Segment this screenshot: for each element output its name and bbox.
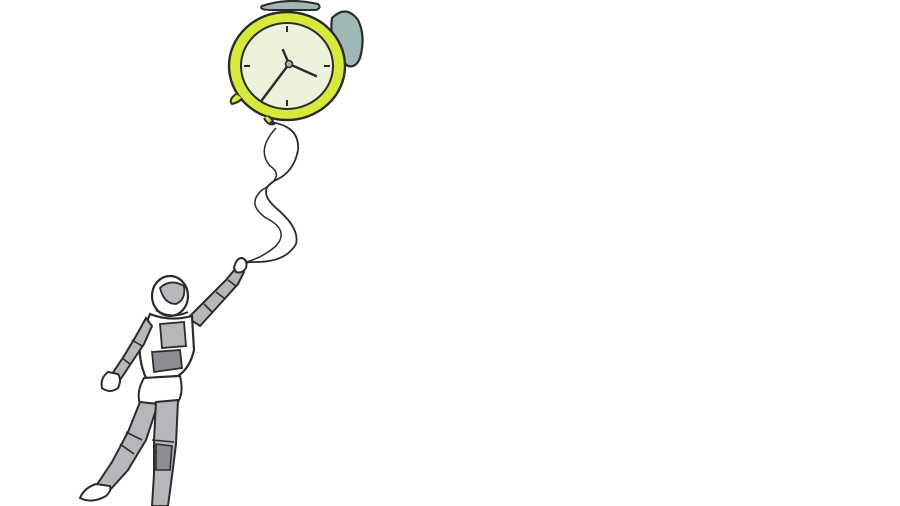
clock-center-pin (284, 59, 294, 69)
alarm-clock-icon (227, 0, 364, 126)
astronaut-raised-arm-bands (203, 279, 237, 313)
astronaut-left-glove (100, 370, 121, 392)
astronaut-left-knee (119, 431, 143, 455)
astronaut-left-leg (94, 400, 160, 492)
astronaut-right-glove (232, 256, 248, 274)
balloon-string (241, 121, 299, 269)
clock-left-foot (229, 93, 243, 106)
clock-top-handle (260, 0, 321, 11)
astronaut-icon (78, 256, 248, 506)
astronaut-left-boot (78, 482, 112, 502)
balloon-string-loop (245, 127, 282, 263)
astronaut-helmet-collar (155, 309, 189, 317)
astronaut-right-knee-pad (155, 443, 173, 471)
astronaut-left-arm-bands (121, 339, 143, 365)
astronaut-belly-panel (151, 349, 183, 374)
clock-hour-marks (244, 26, 330, 106)
astronaut-chest-panel (159, 321, 187, 349)
astronaut-visor (159, 281, 186, 305)
astronaut-raised-arm (186, 266, 246, 328)
